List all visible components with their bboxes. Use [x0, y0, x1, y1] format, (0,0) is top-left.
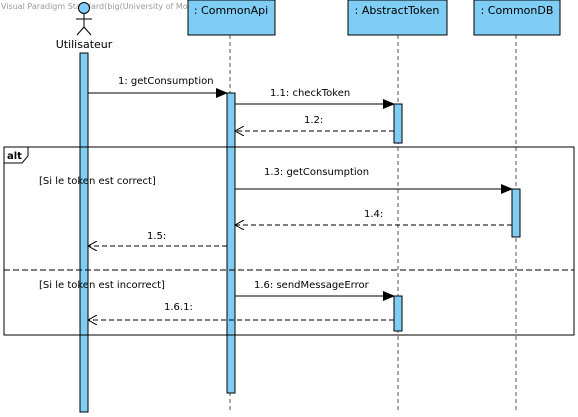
message-label: 1.2: — [304, 115, 323, 126]
lifeline-head-label: : CommonDB — [481, 4, 554, 17]
message-label: 1.5: — [147, 231, 166, 242]
message-label: 1.6: sendMessageError — [254, 280, 370, 291]
activation-utilisateur — [79, 52, 89, 413]
watermark: Visual Paradigm Standard(big(University … — [1, 2, 203, 11]
actor-label: Utilisateur — [56, 38, 113, 51]
actor-icon — [76, 2, 92, 36]
guard-label: [Si le token est correct] — [39, 176, 156, 187]
message-label: 1.4: — [364, 209, 383, 220]
activation-commonapi — [226, 92, 236, 394]
lifeline-head-label: : CommonApi — [194, 4, 268, 17]
message-label: 1.1: checkToken — [270, 88, 350, 99]
message-label: 1.3: getConsumption — [264, 167, 369, 178]
activation-abstracttoken-1 — [393, 103, 403, 144]
alt-fragment-tab — [3, 146, 29, 164]
guard-label: [Si le token est incorrect] — [39, 280, 165, 291]
lifeline-head-commondb[interactable] — [473, 0, 561, 36]
lifeline-head-label: : AbstractToken — [355, 4, 440, 17]
message-label: 1.6.1: — [164, 302, 193, 313]
lifeline-head-commonapi[interactable] — [187, 0, 276, 36]
lifeline-head-abstracttoken[interactable] — [347, 0, 448, 36]
activation-commondb — [511, 188, 521, 238]
activation-abstracttoken-2 — [393, 295, 403, 332]
alt-operator-label: alt — [7, 151, 22, 162]
alt-fragment — [3, 146, 575, 336]
message-label: 1: getConsumption — [118, 76, 214, 87]
